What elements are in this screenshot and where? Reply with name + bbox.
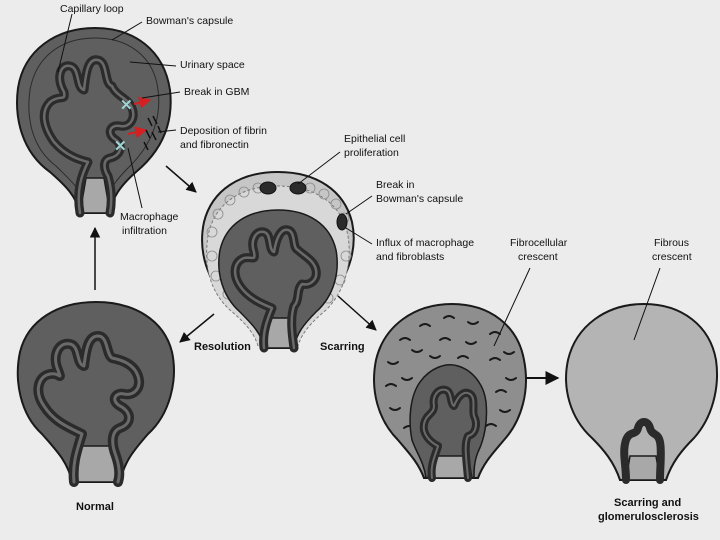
gbm-break-cross-2: ✕: [114, 138, 127, 155]
glomerulus-fibrous: [565, 302, 718, 484]
label-resolution: Resolution: [194, 341, 251, 353]
glomerulus-injured: ✕ ✕: [16, 26, 172, 218]
sclerosed-tuft: [620, 418, 665, 484]
label-deposition-1: Deposition of fibrin: [180, 125, 267, 137]
labels-fibrocellular: Fibrocellular crescent: [493, 237, 568, 347]
glomerulus-fibrocellular: [373, 302, 527, 482]
arrow-resolution: [179, 313, 215, 343]
cellular-infiltrate: [385, 315, 517, 429]
gbm-break-arrow-2: [127, 126, 148, 139]
capillary-tuft-lumen: [42, 58, 135, 215]
arrow-injured-to-proliferation: [165, 165, 197, 193]
label-bowmans-capsule: Bowman's capsule: [146, 15, 233, 27]
label-break-capsule-1: Break in: [376, 179, 415, 191]
label-fibrous-1: Fibrous: [654, 237, 689, 249]
capillary-tuft-lumen: [422, 388, 477, 479]
label-scarring-glomerulo-1: Scarring and: [614, 497, 681, 509]
label-macrophage-2: infiltration: [122, 225, 167, 237]
label-fibrocellular-2: crescent: [518, 251, 558, 263]
label-fibrous-2: crescent: [652, 251, 692, 263]
label-influx-2: and fibroblasts: [376, 251, 444, 263]
glomerulus-proliferation: [201, 170, 355, 353]
capsule-fibrous: [565, 302, 718, 481]
label-break-gbm: Break in GBM: [184, 86, 249, 98]
vascular-stem: [625, 455, 661, 481]
gbm-break-arrow-1: [133, 96, 152, 109]
label-influx-1: Influx of macrophage: [376, 237, 474, 249]
labels-fibrous: Fibrous crescent: [633, 237, 692, 341]
label-normal: Normal: [76, 501, 114, 513]
label-deposition-2: and fibronectin: [180, 139, 249, 151]
label-epithelial-1: Epithelial cell: [344, 133, 405, 145]
label-capillary-loop: Capillary loop: [60, 3, 124, 15]
labels-proliferation: Epithelial cell proliferation Break in B…: [297, 133, 474, 263]
gbm-break-cross-1: ✕: [120, 97, 133, 114]
label-break-capsule-2: Bowman's capsule: [376, 193, 463, 205]
glomerulus-normal: [16, 300, 175, 487]
label-scarring: Scarring: [320, 341, 365, 353]
capillary-tuft-lumen: [233, 228, 318, 350]
label-scarring-glomerulo-2: glomerulosclerosis: [598, 511, 699, 523]
capillary-tuft-lumen: [36, 334, 141, 484]
label-macrophage-1: Macrophage: [120, 211, 179, 223]
labels-injured: Capillary loop Bowman's capsule Urinary …: [57, 3, 267, 237]
arrow-scarring: [337, 295, 377, 331]
label-fibrocellular-1: Fibrocellular: [510, 237, 568, 249]
proliferating-cells: [259, 181, 348, 231]
label-epithelial-2: proliferation: [344, 147, 399, 159]
label-urinary-space: Urinary space: [180, 59, 245, 71]
